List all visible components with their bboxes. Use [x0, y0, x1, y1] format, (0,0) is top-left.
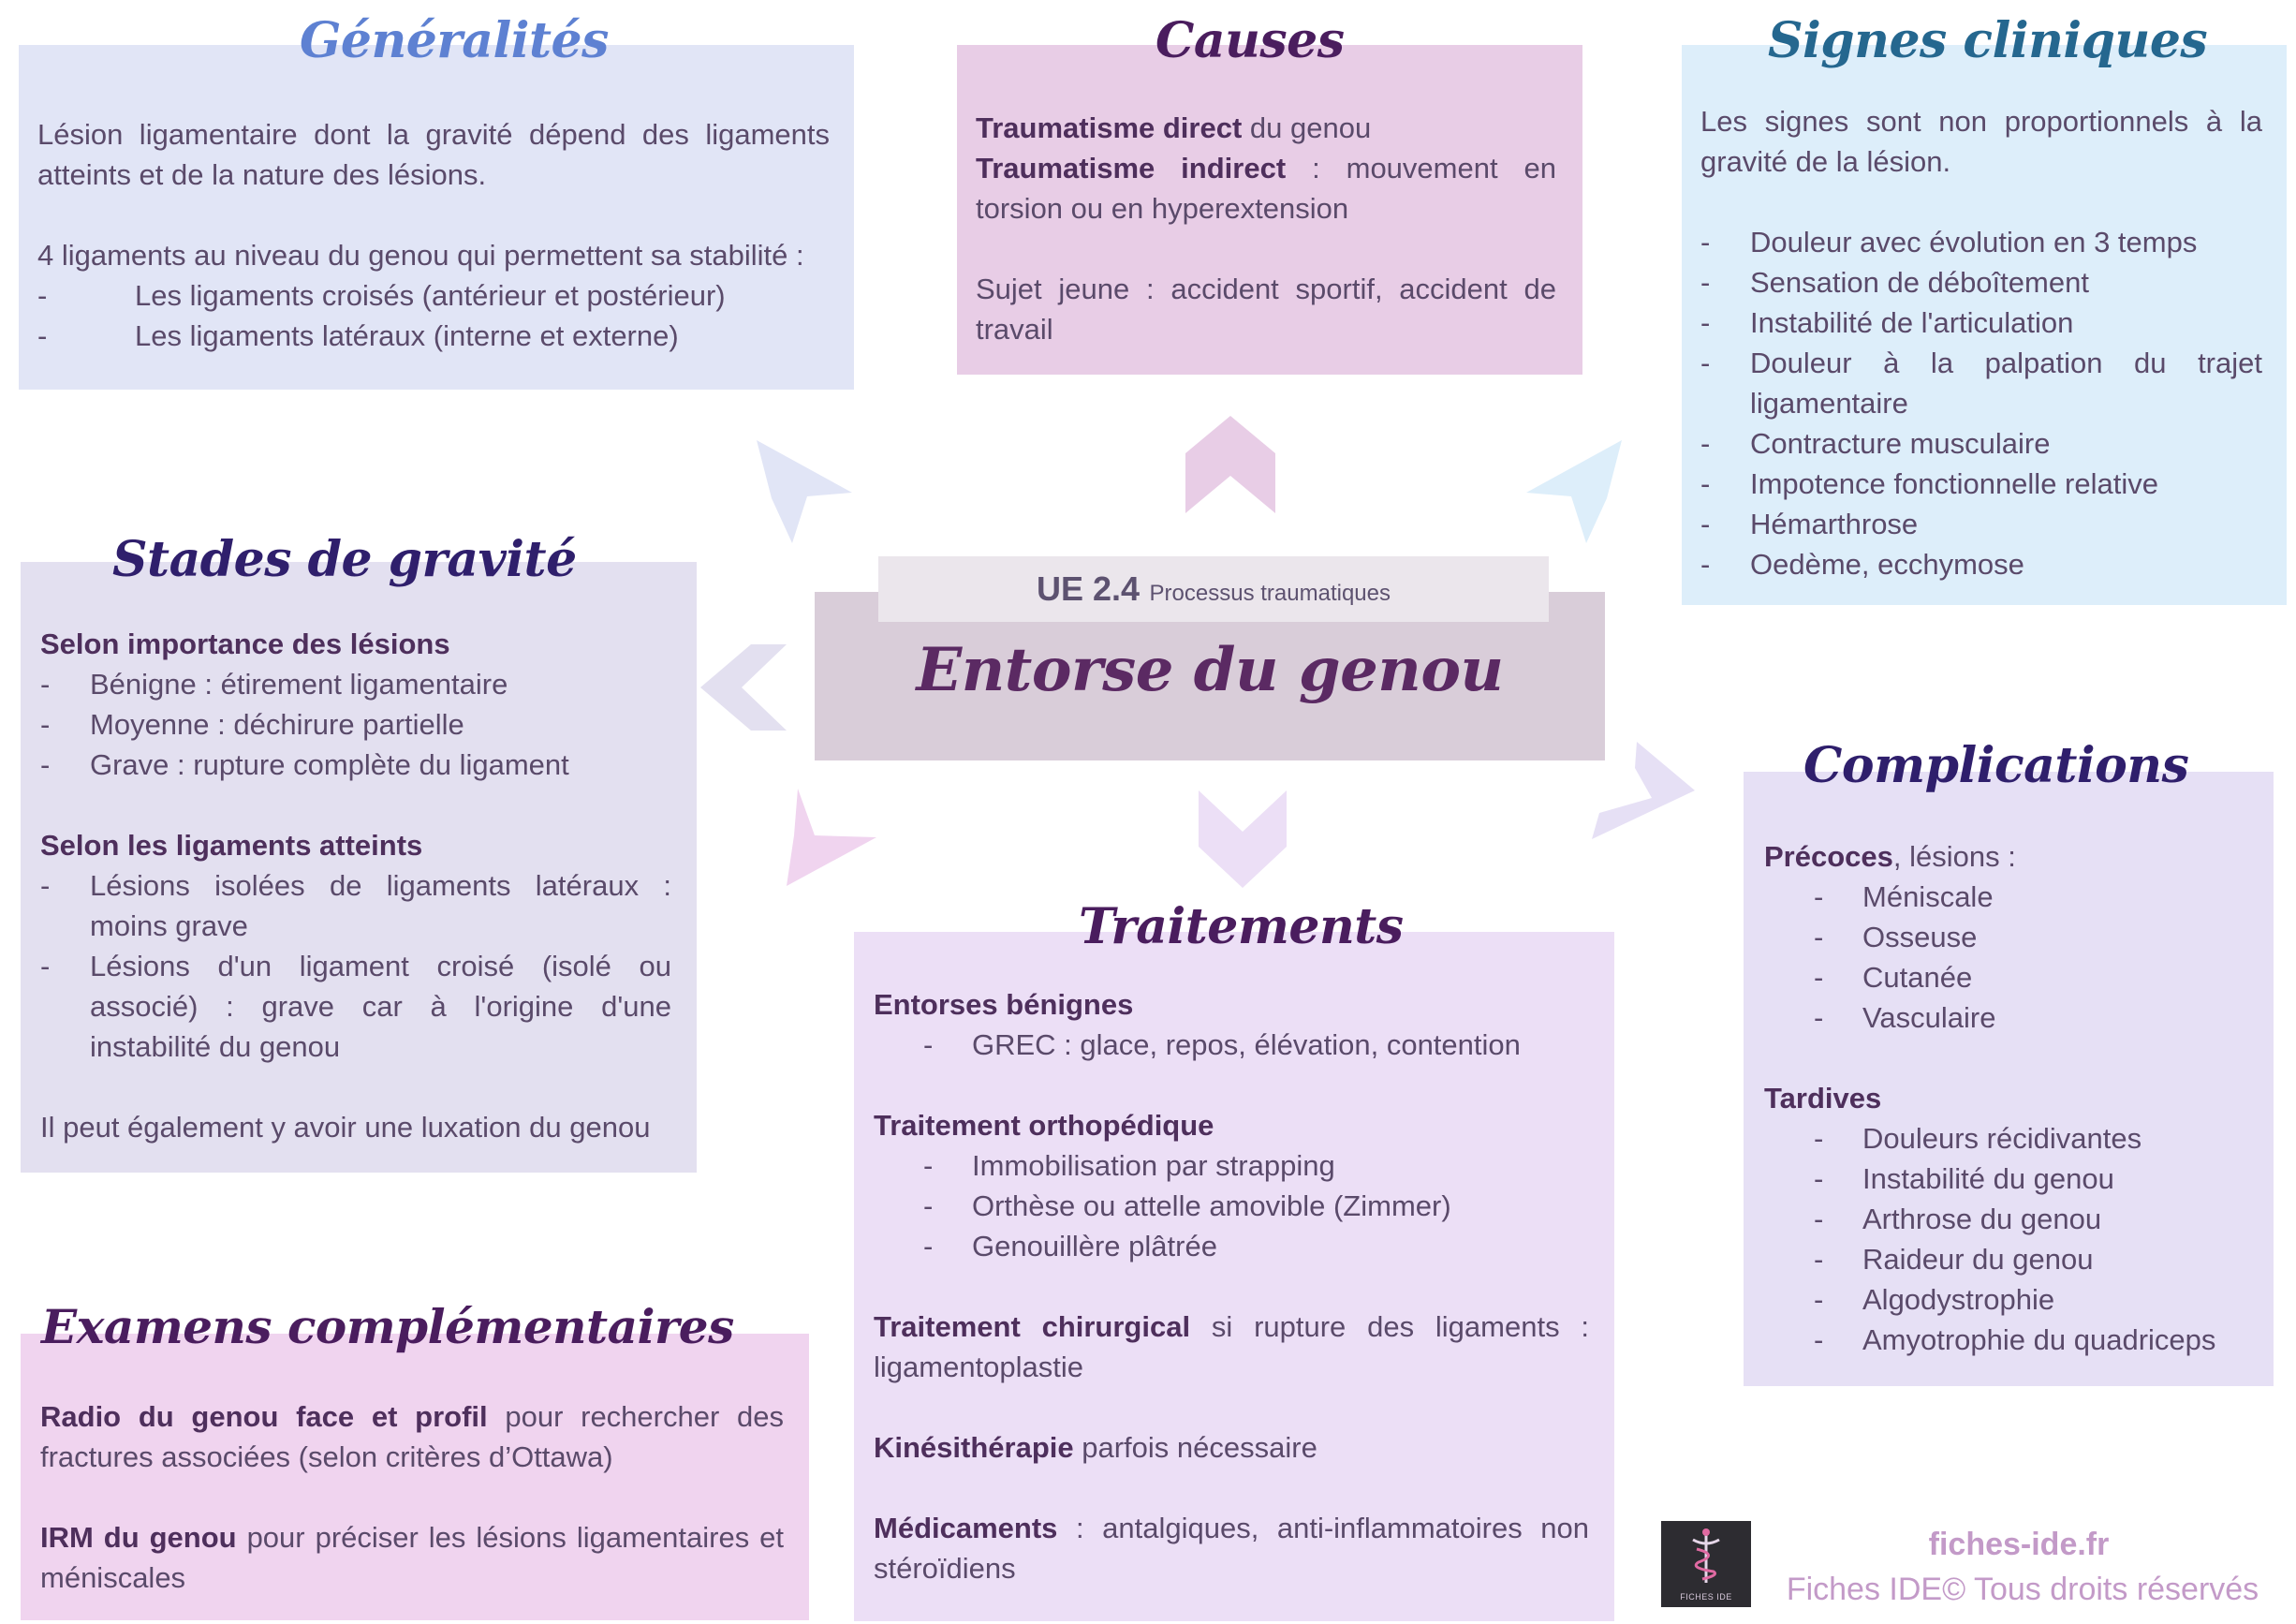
list-item: Lésions isolées de ligaments latéraux : …: [40, 865, 671, 946]
traitements-ortho-list: Immobilisation par strapping Orthèse ou …: [874, 1145, 1589, 1266]
list-item: Genouillère plâtrée: [874, 1226, 1589, 1266]
list-item: Hémarthrose: [1700, 504, 2262, 544]
complications-precoces: Précoces, lésions :: [1764, 840, 2016, 873]
list-item: Impotence fonctionnelle relative: [1700, 464, 2262, 504]
stades-section1-title: Selon importance des lésions: [40, 627, 450, 660]
stades-section1-list: Bénigne : étirement ligamentaire Moyenne…: [40, 664, 671, 785]
list-item: Moyenne : déchirure partielle: [40, 704, 671, 745]
footer-copyright: Fiches IDE© Tous droits réservés: [1786, 1572, 2259, 1607]
ue-banner: UE 2.4 Processus traumatiques: [878, 556, 1549, 622]
examens-title: Examens complémentaires: [41, 1299, 734, 1354]
list-item: Osseuse: [1764, 917, 2260, 957]
examens-box: [21, 1334, 809, 1620]
page-title: Entorse du genou: [916, 635, 1504, 705]
arrow-to-examens-icon: [787, 789, 876, 886]
stades-section2-list: Lésions isolées de ligaments latéraux : …: [40, 865, 671, 1067]
signes-title: Signes cliniques: [1768, 12, 2208, 69]
list-item: Instabilité du genou: [1764, 1159, 2260, 1199]
list-item: Arthrose du genou: [1764, 1199, 2260, 1239]
generalites-content: Lésion ligamentaire dont la gravité dépe…: [37, 114, 830, 356]
logo-text: FICHES IDE: [1680, 1592, 1732, 1602]
complications-tardives-list: Douleurs récidivantes Instabilité du gen…: [1764, 1118, 2260, 1360]
causes-direct-label: Traumatisme direct: [976, 111, 1243, 144]
traitements-medic: Médicaments : antalgiques, anti-inflamma…: [874, 1512, 1589, 1585]
list-item: Les ligaments latéraux (interne et exter…: [37, 316, 830, 356]
list-item: Vasculaire: [1764, 997, 2260, 1038]
list-item: Algodystrophie: [1764, 1279, 2260, 1320]
arrow-to-traitements-icon: [1199, 790, 1287, 888]
traitements-content: Entorses bénignes GREC : glace, repos, é…: [874, 984, 1589, 1588]
signes-content: Les signes sont non proportionnels à la …: [1700, 101, 2262, 584]
complications-title: Complications: [1803, 737, 2189, 794]
stades-title: Stades de gravité: [112, 531, 577, 588]
list-item: Grave : rupture complète du ligament: [40, 745, 671, 785]
fiches-ide-logo: FICHES IDE: [1661, 1521, 1751, 1607]
causes-indirect-label: Traumatisme indirect: [976, 152, 1287, 185]
causes-direct: Traumatisme direct du genou: [976, 111, 1372, 144]
list-item: Douleur à la palpation du trajet ligamen…: [1700, 343, 2262, 423]
causes-indirect: Traumatisme indirect : mouvement en tors…: [976, 152, 1556, 225]
list-item: Cutanée: [1764, 957, 2260, 997]
traitements-chir: Traitement chirurgical si rupture des li…: [874, 1310, 1589, 1383]
examens-irm: IRM du genou pour préciser les lésions l…: [40, 1521, 785, 1594]
stades-section2-title: Selon les ligaments atteints: [40, 829, 423, 862]
list-item: Douleur avec évolution en 3 temps: [1700, 222, 2262, 262]
list-item: Sensation de déboîtement: [1700, 262, 2262, 303]
list-item: Contracture musculaire: [1700, 423, 2262, 464]
arrow-to-complications-icon: [1592, 742, 1695, 839]
examens-radio: Radio du genou face et profil pour reche…: [40, 1400, 784, 1473]
arrow-to-generalites-icon: [757, 440, 852, 543]
complications-content: Précoces, lésions : Méniscale Osseuse Cu…: [1764, 836, 2260, 1360]
list-item: Douleurs récidivantes: [1764, 1118, 2260, 1159]
list-item: Lésions d'un ligament croisé (isolé ou a…: [40, 946, 671, 1067]
list-item: Immobilisation par strapping: [874, 1145, 1589, 1186]
signes-intro: Les signes sont non proportionnels à la …: [1700, 105, 2262, 178]
stades-content: Selon importance des lésions Bénigne : é…: [40, 624, 671, 1147]
causes-box: [957, 45, 1582, 375]
list-item: Instabilité de l'articulation: [1700, 303, 2262, 343]
traitements-benignes-list: GREC : glace, repos, élévation, contenti…: [874, 1025, 1589, 1065]
arrow-to-causes-icon: [1185, 416, 1275, 513]
examens-content: Radio du genou face et profil pour reche…: [40, 1396, 784, 1598]
list-item: GREC : glace, repos, élévation, contenti…: [874, 1025, 1589, 1065]
causes-title: Causes: [1155, 12, 1345, 69]
list-item: Méniscale: [1764, 877, 2260, 917]
generalites-list: Les ligaments croisés (antérieur et post…: [37, 275, 830, 356]
list-item: Les ligaments croisés (antérieur et post…: [37, 275, 830, 316]
caduceus-icon: [1692, 1528, 1720, 1583]
generalites-ligaments-intro: 4 ligaments au niveau du genou qui perme…: [37, 239, 804, 272]
traitements-benignes: Entorses bénignes: [874, 988, 1134, 1021]
complications-tardives: Tardives: [1764, 1082, 1882, 1115]
traitements-ortho: Traitement orthopédique: [874, 1109, 1214, 1142]
causes-sujet: Sujet jeune : accident sportif, accident…: [976, 273, 1556, 346]
traitements-title: Traitements: [1079, 898, 1404, 955]
list-item: Orthèse ou attelle amovible (Zimmer): [874, 1186, 1589, 1226]
ue-name: Processus traumatiques: [1149, 581, 1391, 606]
ue-code: UE 2.4: [1037, 569, 1141, 608]
traitements-kine: Kinésithérapie parfois nécessaire: [874, 1431, 1317, 1464]
list-item: Bénigne : étirement ligamentaire: [40, 664, 671, 704]
signes-list: Douleur avec évolution en 3 temps Sensat…: [1700, 222, 2262, 584]
arrow-to-stades-icon: [700, 644, 787, 731]
footer-site[interactable]: fiches-ide.fr: [1928, 1527, 2110, 1562]
causes-content: Traumatisme direct du genou Traumatisme …: [976, 108, 1556, 349]
complications-precoces-list: Méniscale Osseuse Cutanée Vasculaire: [1764, 877, 2260, 1038]
arrow-to-signes-icon: [1526, 440, 1622, 543]
list-item: Raideur du genou: [1764, 1239, 2260, 1279]
list-item: Amyotrophie du quadriceps: [1764, 1320, 2260, 1360]
generalites-intro: Lésion ligamentaire dont la gravité dépe…: [37, 118, 830, 191]
generalites-title: Généralités: [300, 12, 609, 69]
stades-footer: Il peut également y avoir une luxation d…: [40, 1111, 651, 1144]
list-item: Oedème, ecchymose: [1700, 544, 2262, 584]
